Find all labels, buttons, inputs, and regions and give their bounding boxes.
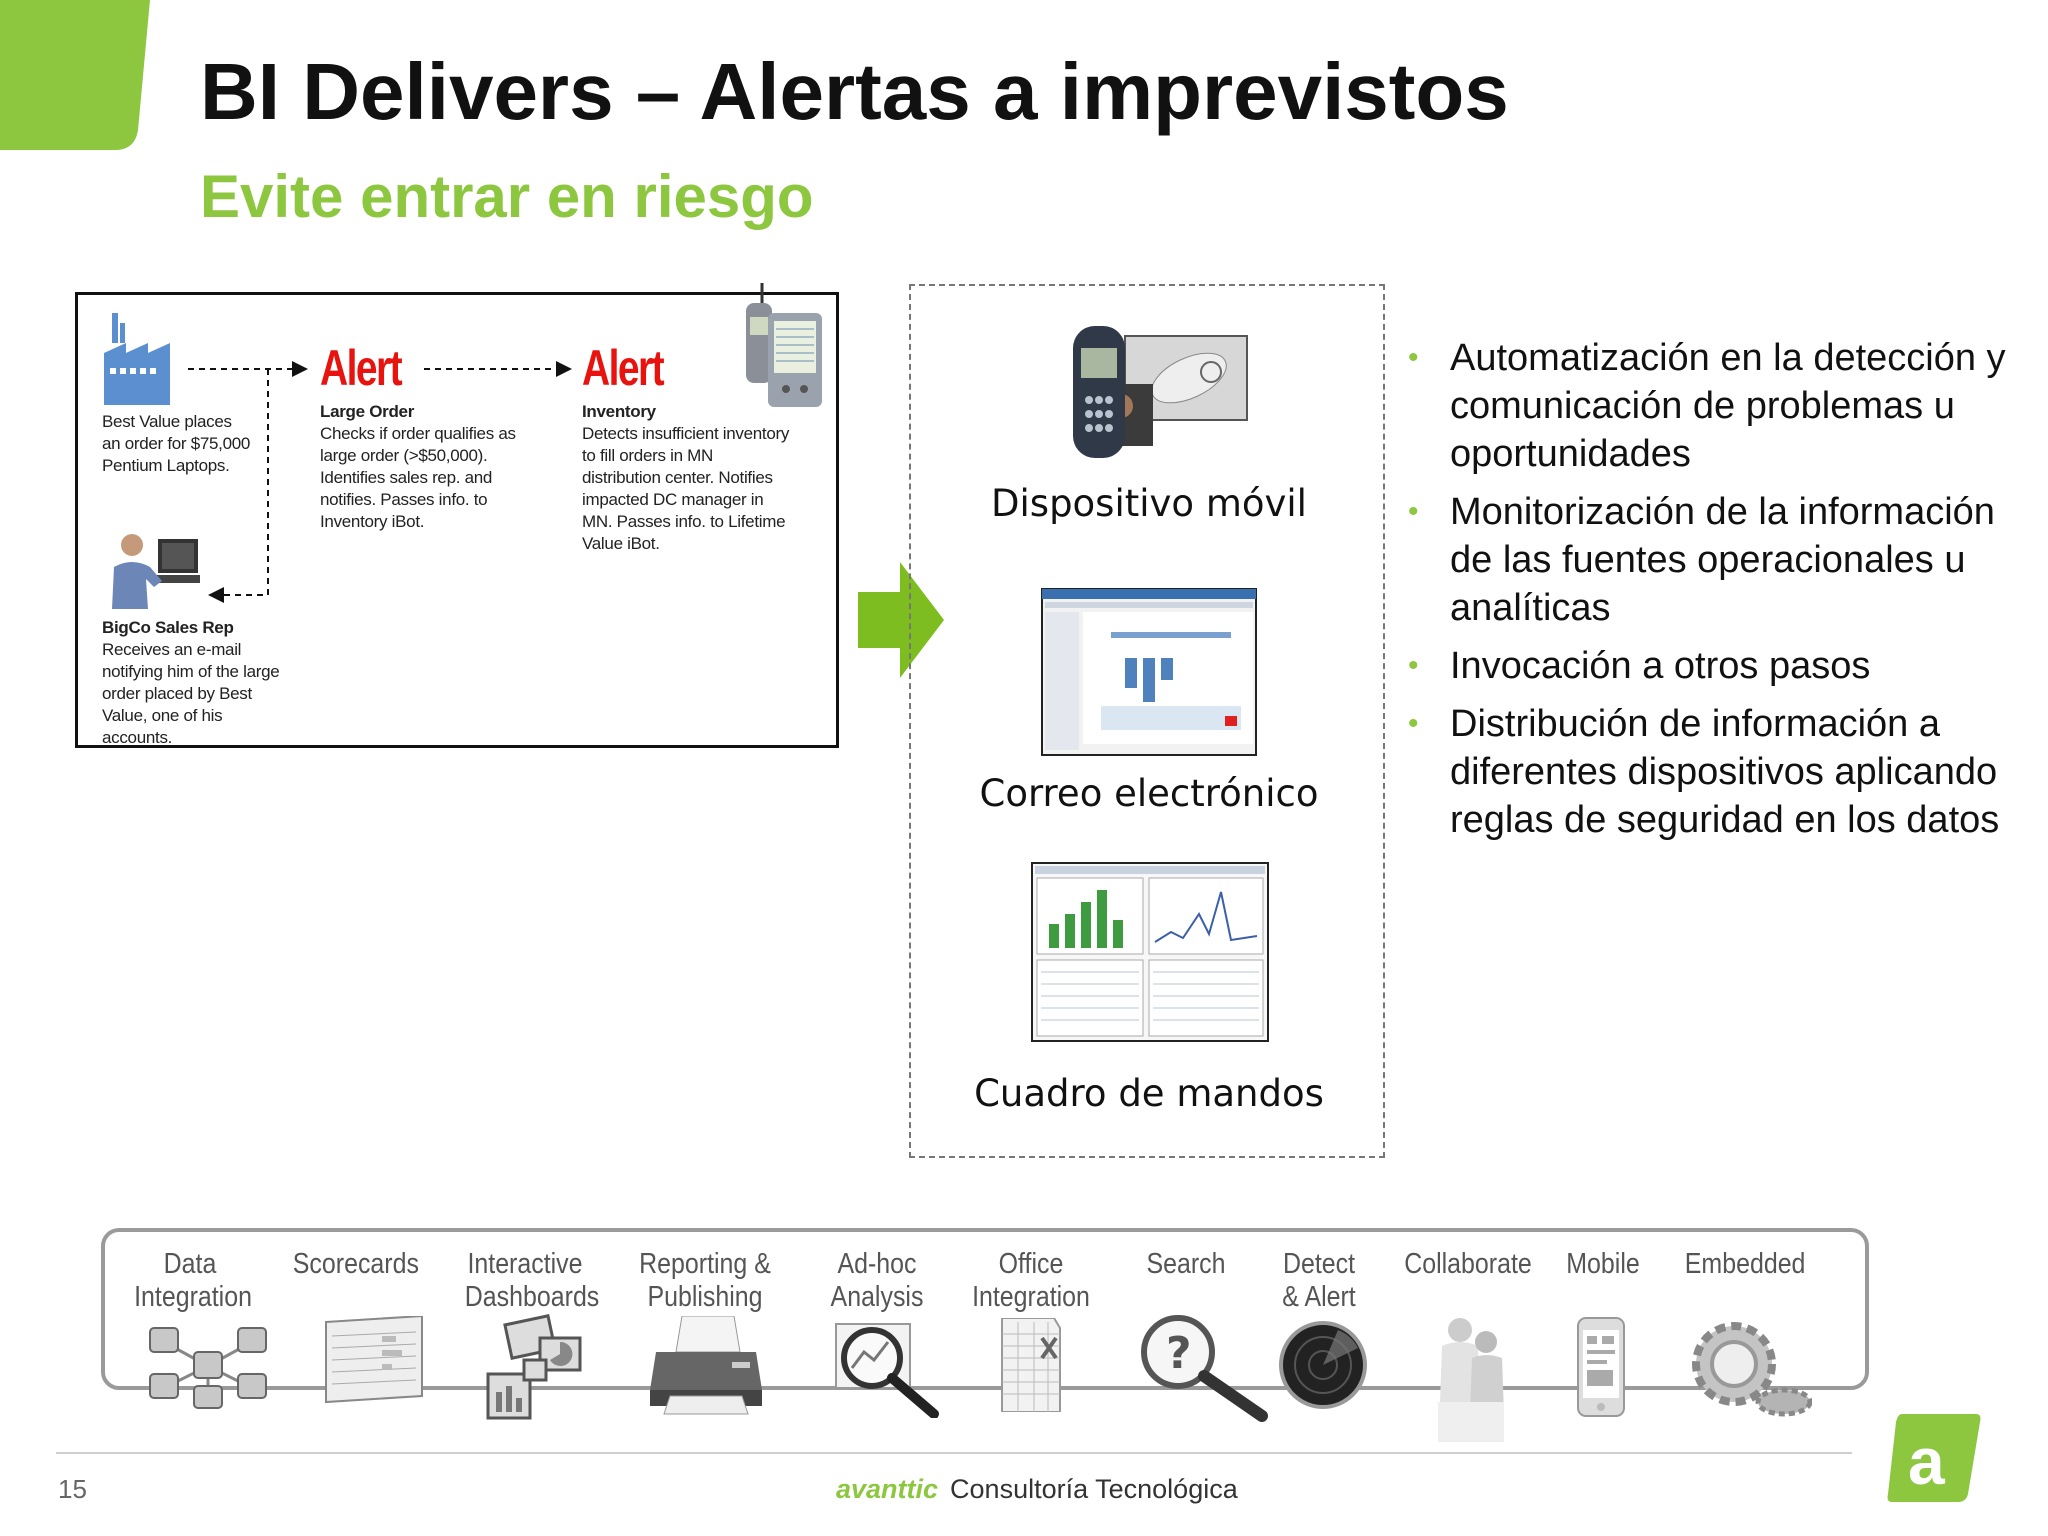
- dashboard-icon: [486, 1314, 582, 1420]
- factory-icon: [104, 313, 170, 405]
- capability-line1: Collaborate: [1404, 1248, 1532, 1280]
- slide-title: BI Delivers – Alertas a imprevistos: [200, 47, 1509, 136]
- footer-brand: avanttic: [836, 1474, 939, 1504]
- channel-mobile-label: Dispositivo móvil: [991, 482, 1307, 525]
- capability-detect-alert: Detect& Alert: [1276, 1248, 1362, 1314]
- footer: avanttic Consultoría Tecnológica: [836, 1474, 1238, 1505]
- right-arrow-icon: [858, 562, 944, 678]
- capability-line2: Publishing: [647, 1281, 763, 1313]
- search-question-icon: ?: [1141, 1315, 1268, 1422]
- footer-divider: [56, 1452, 1852, 1454]
- sales-rep-text: Receives an e-mail notifying him of the …: [102, 640, 280, 747]
- slide-subtitle: Evite entrar en riesgo: [200, 163, 814, 230]
- bullet-item: •Automatización en la detección y comuni…: [1408, 337, 2006, 475]
- capability-scorecards: Scorecards: [292, 1248, 419, 1281]
- mobile-phone-image: [1073, 326, 1248, 458]
- capability-line1: Interactive: [467, 1248, 583, 1280]
- bullet-text: Automatización en la detección y comunic…: [1450, 337, 2006, 475]
- capability-line1: Office: [998, 1248, 1064, 1280]
- bullet-item: •Invocación a otros pasos: [1408, 645, 1871, 687]
- large-order-text: Checks if order qualifies as large order…: [320, 424, 516, 531]
- capability-line1: Embedded: [1684, 1248, 1806, 1280]
- phone-pda-image: [746, 283, 822, 407]
- capability-line2: Integration: [134, 1281, 252, 1313]
- svg-text:?: ?: [1166, 1328, 1192, 1379]
- customer-order-text: Best Value places an order for $75,000 P…: [102, 412, 251, 475]
- capability-line1: Ad-hoc: [837, 1248, 917, 1280]
- capability-reporting-publishing: Reporting &Publishing: [636, 1248, 774, 1314]
- database-network-icon: [149, 1327, 267, 1409]
- capability-collaborate: Collaborate: [1404, 1248, 1533, 1281]
- flow-connectors: [188, 361, 572, 603]
- gears-icon: [1692, 1322, 1812, 1417]
- bullet-text: Monitorización de la información de las …: [1450, 491, 1995, 629]
- benefits-list: •Automatización en la detección y comuni…: [1408, 334, 2008, 854]
- magnifier-chart-icon: [835, 1323, 939, 1418]
- scorecard-icon: [325, 1316, 423, 1404]
- capability-line2: Analysis: [830, 1281, 924, 1313]
- capability-line2: Dashboards: [464, 1281, 600, 1313]
- page-number: 15: [58, 1474, 87, 1504]
- sales-rep-image: [112, 534, 200, 609]
- sales-rep-box: BigCo Sales Rep Receives an e-mail notif…: [102, 617, 292, 749]
- smartphone-icon: [1577, 1317, 1625, 1417]
- corner-accent: [0, 0, 150, 150]
- inventory-text: Detects insufficient inventory to fill o…: [582, 424, 790, 553]
- large-order-title: Large Order: [320, 402, 415, 421]
- capability-embedded: Embedded: [1684, 1248, 1806, 1281]
- capability-search: Search: [1139, 1248, 1234, 1281]
- footer-text: Consultoría Tecnológica: [950, 1474, 1238, 1504]
- bullet-text: Distribución de información a diferentes…: [1450, 703, 2000, 841]
- bullet-item: •Monitorización de la información de las…: [1408, 491, 1995, 629]
- spreadsheet-icon: [1001, 1318, 1061, 1412]
- bullet-item: •Distribución de información a diferente…: [1408, 703, 2000, 841]
- capability-line1: Search: [1146, 1248, 1226, 1280]
- capability-line1: Mobile: [1566, 1248, 1640, 1280]
- inventory-title: Inventory: [582, 402, 656, 421]
- capability-line1: Scorecards: [292, 1248, 419, 1280]
- capability-line1: Reporting &: [639, 1248, 771, 1280]
- people-icon: [1438, 1318, 1504, 1442]
- large-order-box: Large Order Checks if order qualifies as…: [320, 401, 550, 533]
- bullet-text: Invocación a otros pasos: [1450, 645, 1871, 687]
- capability-line1: Detect: [1282, 1248, 1356, 1280]
- delivery-channels-box: Dispositivo móvil Correo electrónico Cua…: [909, 284, 1385, 1158]
- channel-email-label: Correo electrónico: [979, 772, 1319, 815]
- logo-letter: a: [1908, 1424, 1946, 1498]
- dashboard-screenshot: [1031, 862, 1269, 1042]
- inventory-box: Inventory Detects insufficient inventory…: [582, 401, 792, 555]
- avanttic-logo: a: [1887, 1414, 1981, 1502]
- capability-line1: Data: [163, 1248, 217, 1280]
- capability-line2: Integration: [972, 1281, 1090, 1313]
- alert-label-inventory: Alert: [582, 340, 665, 396]
- alert-label-large-order: Alert: [320, 340, 403, 396]
- channel-dashboard-label: Cuadro de mandos: [974, 1072, 1324, 1115]
- capability-line2: & Alert: [1282, 1281, 1356, 1313]
- capability-mobile: Mobile: [1560, 1248, 1646, 1281]
- printer-icon: [650, 1316, 762, 1415]
- alert-flow-panel: Alert Alert Best Value places an order f…: [75, 283, 839, 749]
- radar-icon: [1279, 1321, 1367, 1409]
- sales-rep-title: BigCo Sales Rep: [102, 618, 234, 637]
- email-screenshot: [1041, 588, 1257, 756]
